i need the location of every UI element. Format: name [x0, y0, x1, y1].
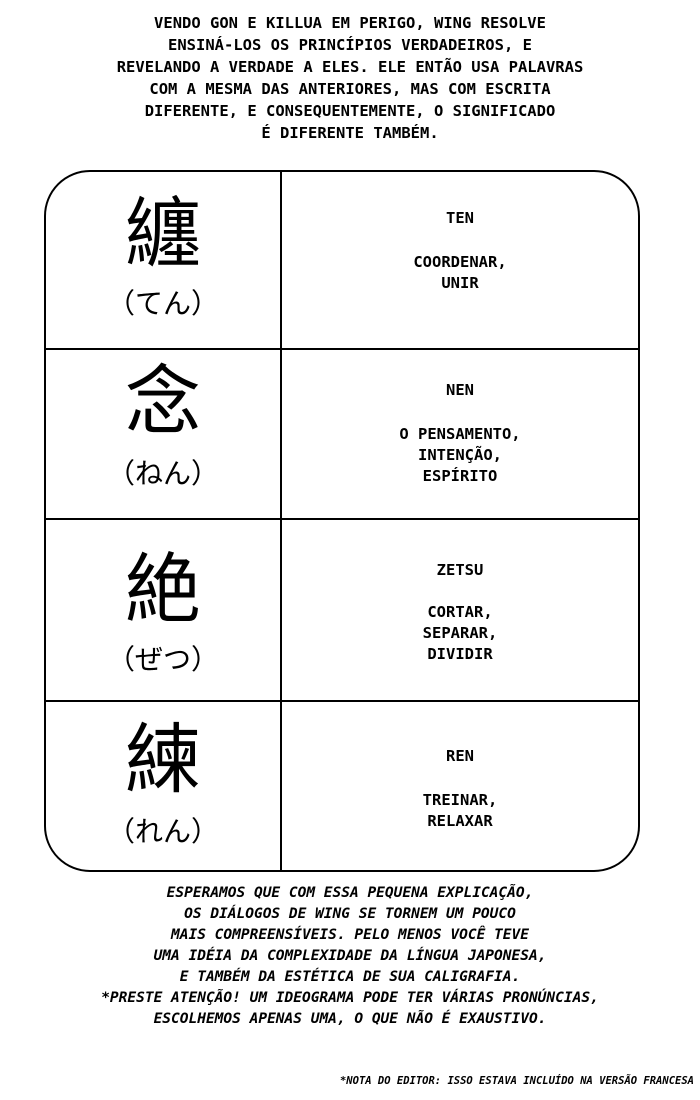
kanji-character: 纏 — [125, 189, 201, 278]
intro-line: DIFERENTE, E CONSEQUENTEMENTE, O SIGNIFI… — [144, 102, 556, 120]
romaji-term: NEN — [446, 381, 474, 399]
term-meaning: O PENSAMENTO, INTENÇÃO, ESPÍRITO — [282, 424, 638, 487]
term-meaning: COORDENAR, UNIR — [282, 252, 638, 294]
kanji-table: 纏 （てん） TEN COORDENAR, UNIR 念 （ねん） NEN O … — [44, 170, 640, 872]
kanji-row-ren: 練 （れん） REN TREINAR, RELAXAR — [46, 700, 638, 870]
meaning-line: O PENSAMENTO, — [399, 425, 521, 443]
definition-cell: ZETSU CORTAR, SEPARAR, DIVIDIR — [282, 520, 638, 700]
meaning-line: DIVIDIR — [427, 645, 493, 663]
kana-reading: （ぜつ） — [106, 643, 219, 676]
intro-line: ENSINÁ-LOS OS PRINCÍPIOS VERDADEIROS, E — [168, 36, 532, 54]
intro-paragraph: VENDO GON E KILLUA EM PERIGO, WING RESOL… — [40, 12, 660, 144]
term-meaning: TREINAR, RELAXAR — [282, 790, 638, 832]
note-line: *PRESTE ATENÇÃO! UM IDEOGRAMA PODE TER V… — [101, 990, 599, 1006]
intro-line: É DIFERENTE TAMBÉM. — [261, 124, 439, 142]
intro-line: VENDO GON E KILLUA EM PERIGO, WING RESOL… — [154, 14, 546, 32]
kanji-cell: 絶 （ぜつ） — [46, 520, 282, 700]
pronunciation-note: *PRESTE ATENÇÃO! UM IDEOGRAMA PODE TER V… — [20, 988, 680, 1030]
meaning-line: COORDENAR, — [413, 253, 507, 271]
kanji-row-nen: 念 （ねん） NEN O PENSAMENTO, INTENÇÃO, ESPÍR… — [46, 348, 638, 518]
outro-line: ESPERAMOS QUE COM ESSA PEQUENA EXPLICAÇÃ… — [166, 885, 534, 901]
meaning-line: INTENÇÃO, — [418, 446, 502, 464]
meaning-line: UNIR — [441, 274, 479, 292]
meaning-line: RELAXAR — [427, 812, 493, 830]
note-line: ESCOLHEMOS APENAS UMA, O QUE NÃO É EXAUS… — [153, 1011, 547, 1027]
kanji-cell: 纏 （てん） — [46, 172, 282, 348]
outro-line: E TAMBÉM DA ESTÉTICA DE SUA CALIGRAFIA. — [179, 969, 521, 985]
meaning-line: CORTAR, — [427, 603, 493, 621]
kanji-row-ten: 纏 （てん） TEN COORDENAR, UNIR — [46, 172, 638, 348]
kana-reading: （れん） — [106, 815, 219, 848]
kanji-character: 練 — [125, 715, 201, 804]
outro-paragraph: ESPERAMOS QUE COM ESSA PEQUENA EXPLICAÇÃ… — [20, 883, 680, 988]
romaji-term: ZETSU — [436, 561, 484, 579]
kana-reading: （ねん） — [106, 457, 219, 490]
outro-line: MAIS COMPREENSÍVEIS. PELO MENOS VOCÊ TEV… — [171, 927, 529, 943]
romaji-term: REN — [446, 747, 474, 765]
intro-line: COM A MESMA DAS ANTERIORES, MAS COM ESCR… — [149, 80, 551, 98]
kanji-cell: 練 （れん） — [46, 702, 282, 870]
meaning-line: SEPARAR, — [422, 624, 498, 642]
meaning-line: ESPÍRITO — [422, 467, 498, 485]
definition-cell: REN TREINAR, RELAXAR — [282, 702, 638, 870]
term-meaning: CORTAR, SEPARAR, DIVIDIR — [282, 602, 638, 665]
kanji-cell: 念 （ねん） — [46, 350, 282, 518]
definition-cell: TEN COORDENAR, UNIR — [282, 172, 638, 348]
romaji-term: TEN — [446, 209, 474, 227]
kanji-character: 絶 — [125, 545, 201, 634]
kanji-character: 念 — [125, 357, 201, 446]
intro-line: REVELANDO A VERDADE A ELES. ELE ENTÃO US… — [116, 58, 584, 76]
outro-line: UMA IDÉIA DA COMPLEXIDADE DA LÍNGUA JAPO… — [153, 948, 547, 964]
meaning-line: TREINAR, — [422, 791, 498, 809]
editor-note: *NOTA DO EDITOR: ISSO ESTAVA INCLUÍDO NA… — [339, 1075, 694, 1087]
definition-cell: NEN O PENSAMENTO, INTENÇÃO, ESPÍRITO — [282, 350, 638, 518]
kana-reading: （てん） — [106, 287, 219, 320]
outro-line: OS DIÁLOGOS DE WING SE TORNEM UM POUCO — [184, 906, 516, 922]
kanji-row-zetsu: 絶 （ぜつ） ZETSU CORTAR, SEPARAR, DIVIDIR — [46, 518, 638, 700]
